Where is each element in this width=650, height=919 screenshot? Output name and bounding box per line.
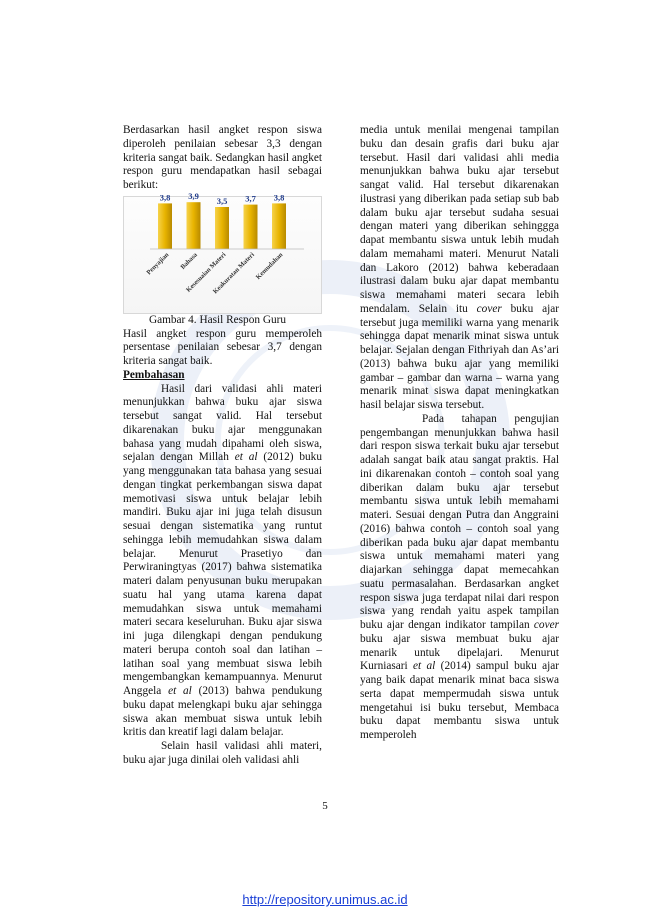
paragraph-media-validation-start: Selain hasil validasi ahli materi, buku … <box>123 740 322 766</box>
left-column: Berdasarkan hasil angket respon siswa di… <box>123 124 322 768</box>
data-label: 3,5 <box>217 196 228 206</box>
repository-link[interactable]: http://repository.unimus.ac.id <box>242 892 408 907</box>
bar-penyajian <box>158 203 172 249</box>
data-label: 3,8 <box>160 192 171 202</box>
bar-kemudahan <box>272 203 286 249</box>
paragraph-material-validation: Hasil dari validasi ahli materi menunjuk… <box>123 382 322 739</box>
data-label: 3,8 <box>274 192 285 202</box>
category-label: Bahasa <box>179 251 199 271</box>
category-label: Penyajian <box>146 251 171 276</box>
paragraph-media-validation: media untuk menilai mengenai tampilan bu… <box>360 124 560 411</box>
section-heading: Pembahasan <box>123 368 185 381</box>
bar-kesesuaian-materi <box>215 206 229 249</box>
paragraph-teacher-response: Hasil angket respon guru memperoleh pers… <box>123 327 322 368</box>
category-label: Kemudahan <box>255 251 285 281</box>
bar-bahasa <box>186 201 201 249</box>
data-label: 3,9 <box>188 191 199 201</box>
data-label: 3,7 <box>245 193 256 203</box>
watermark-seal-inner <box>215 325 445 555</box>
paragraph-development-testing: Pada tahapan pengujian pengembangan menu… <box>360 412 559 741</box>
paragraph-student-response: Berdasarkan hasil angket respon siswa di… <box>123 124 322 191</box>
bar-keakuratan-materi <box>243 204 258 249</box>
page-number: 5 <box>322 800 328 812</box>
figure-caption: Gambar 4. Hasil Respon Guru <box>148 313 287 326</box>
right-column: media untuk menilai mengenai tampilan bu… <box>360 124 559 743</box>
